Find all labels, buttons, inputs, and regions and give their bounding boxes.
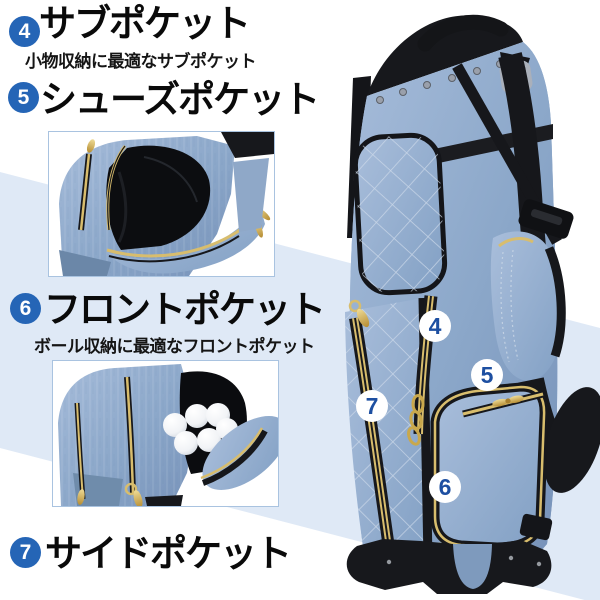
front-pocket-photo	[52, 360, 279, 507]
shoulder-pad	[543, 387, 600, 493]
golf-bag-photo	[345, 14, 600, 594]
feature-title-sub-pocket: サブポケット	[39, 3, 251, 44]
feature-title-front-pocket: フロントポケット	[44, 289, 326, 330]
gold-zippers-vertical	[74, 376, 143, 506]
open-pocket-interior	[106, 145, 211, 250]
gold-zipper-left	[78, 139, 127, 231]
bag-marker-7: 7	[356, 390, 388, 422]
butterfly-zip-pull	[492, 395, 524, 407]
sub-shoes-pocket-photo	[48, 131, 275, 277]
side-gold-zipper	[348, 299, 395, 549]
feature-subtitle-front-pocket: ボール収納に最適なフロントポケット	[34, 337, 315, 356]
bag-handle	[417, 14, 509, 52]
feature-title-shoes-pocket: シューズポケット	[40, 79, 320, 120]
bag-marker-5: 5	[471, 359, 503, 391]
feature-number-badge-5: 5	[8, 82, 39, 113]
strap-and-panel-top-right	[221, 132, 274, 232]
quilted-upper-pocket	[352, 132, 448, 296]
side-flap-pouch	[490, 231, 566, 381]
denim-bag-lower	[58, 364, 194, 506]
open-flap	[200, 416, 278, 490]
base-wheel	[145, 495, 183, 506]
bag-base	[346, 513, 553, 594]
feature-number-badge-4: 4	[9, 16, 40, 47]
bag-collar	[367, 15, 523, 97]
bag-marker-6: 6	[429, 471, 461, 503]
bag-marker-4: 4	[419, 310, 451, 342]
golf-balls	[163, 403, 238, 455]
feature-subtitle-sub-pocket: 小物収納に最適なサブポケット	[25, 52, 257, 71]
feature-title-side-pocket: サイドポケット	[45, 533, 292, 574]
feature-number-badge-7: 7	[10, 537, 41, 568]
feature-number-badge-6: 6	[10, 293, 41, 324]
